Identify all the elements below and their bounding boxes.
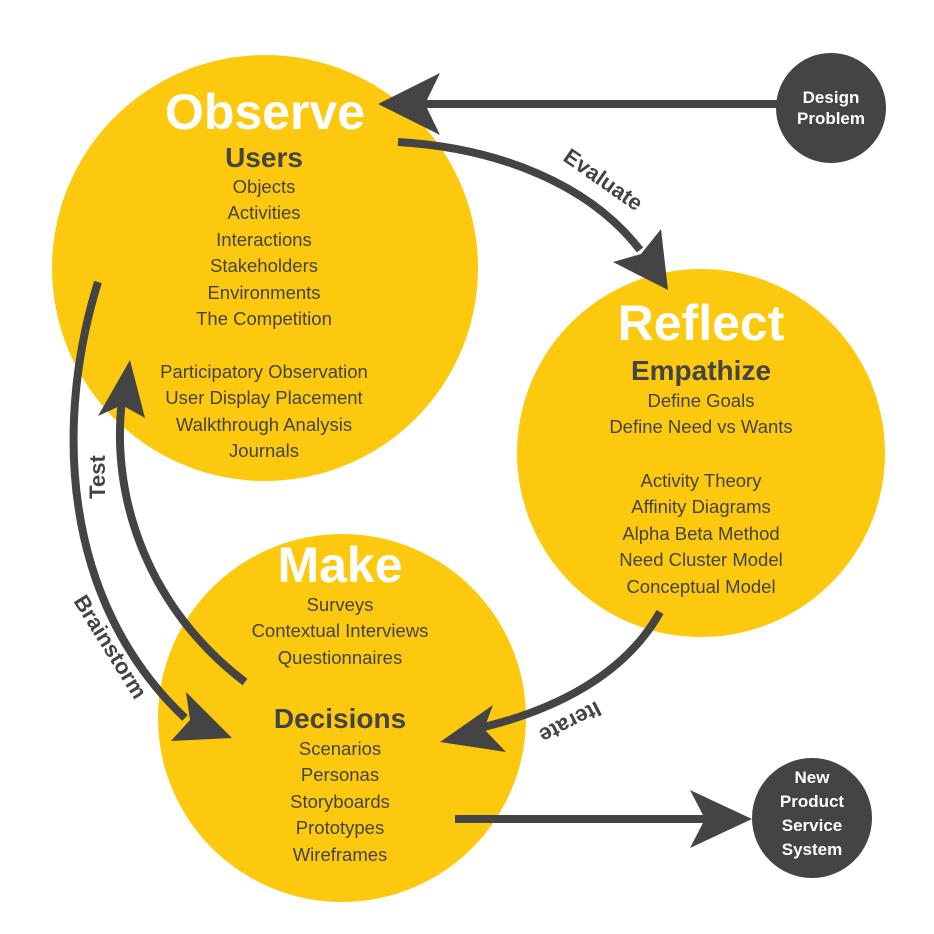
make-circle — [158, 534, 526, 902]
decisions-item: Wireframes — [292, 844, 388, 865]
reflect-method: Affinity Diagrams — [631, 496, 771, 517]
new-product-label: System — [781, 840, 843, 859]
iterate-arrow — [440, 610, 664, 752]
make-item: Questionnaires — [277, 647, 403, 668]
evaluate-label: Evaluate — [559, 143, 648, 216]
design-problem-label: Design — [802, 88, 860, 107]
decisions-item: Storyboards — [290, 791, 390, 812]
observe-item: Environments — [207, 282, 321, 303]
observe-method: Journals — [229, 440, 299, 461]
reflect-circle — [517, 269, 885, 637]
reflect-subtitle: Empathize — [630, 355, 772, 386]
observe-method: Walkthrough Analysis — [175, 414, 353, 435]
observe-method: Participatory Observation — [160, 361, 368, 382]
new-product-label: New — [794, 768, 830, 787]
design-problem-node — [776, 53, 886, 163]
observe-item: Interactions — [216, 229, 312, 250]
design-problem-arrow — [378, 73, 778, 135]
brainstorm-label: Brainstorm — [68, 590, 153, 704]
iterate-label: Iterate — [535, 696, 606, 749]
decisions-subtitle: Decisions — [273, 703, 407, 734]
new-product-label: Product — [779, 792, 845, 811]
make-item: Contextual Interviews — [251, 620, 429, 641]
new-product-node — [752, 758, 872, 878]
design-problem-label: Problem — [796, 109, 866, 128]
observe-method: User Display Placement — [165, 387, 363, 408]
decisions-item: Scenarios — [298, 738, 382, 759]
decisions-item: Prototypes — [295, 817, 385, 838]
observe-item: The Competition — [196, 308, 332, 329]
observe-title: Observe — [164, 84, 366, 140]
new-product-label: Service — [781, 816, 843, 835]
reflect-method: Conceptual Model — [626, 576, 776, 597]
reflect-item: Define Need vs Wants — [609, 416, 793, 437]
reflect-method: Activity Theory — [640, 470, 762, 491]
make-title: Make — [277, 537, 403, 593]
evaluate-arrow — [397, 138, 668, 290]
test-arrow — [98, 360, 248, 686]
make-item: Surveys — [306, 594, 374, 615]
observe-item: Activities — [227, 202, 301, 223]
test-label: Test — [85, 455, 110, 499]
decisions-item: Personas — [300, 764, 380, 785]
observe-subtitle: Users — [225, 142, 303, 173]
reflect-title: Reflect — [617, 295, 785, 351]
new-product-arrow — [455, 790, 752, 848]
observe-circle — [52, 55, 478, 481]
brainstorm-arrow — [69, 280, 232, 741]
reflect-method: Alpha Beta Method — [622, 523, 780, 544]
reflect-item: Define Goals — [647, 390, 755, 411]
observe-item: Stakeholders — [210, 255, 318, 276]
observe-item: Objects — [232, 176, 296, 197]
reflect-method: Need Cluster Model — [619, 549, 783, 570]
